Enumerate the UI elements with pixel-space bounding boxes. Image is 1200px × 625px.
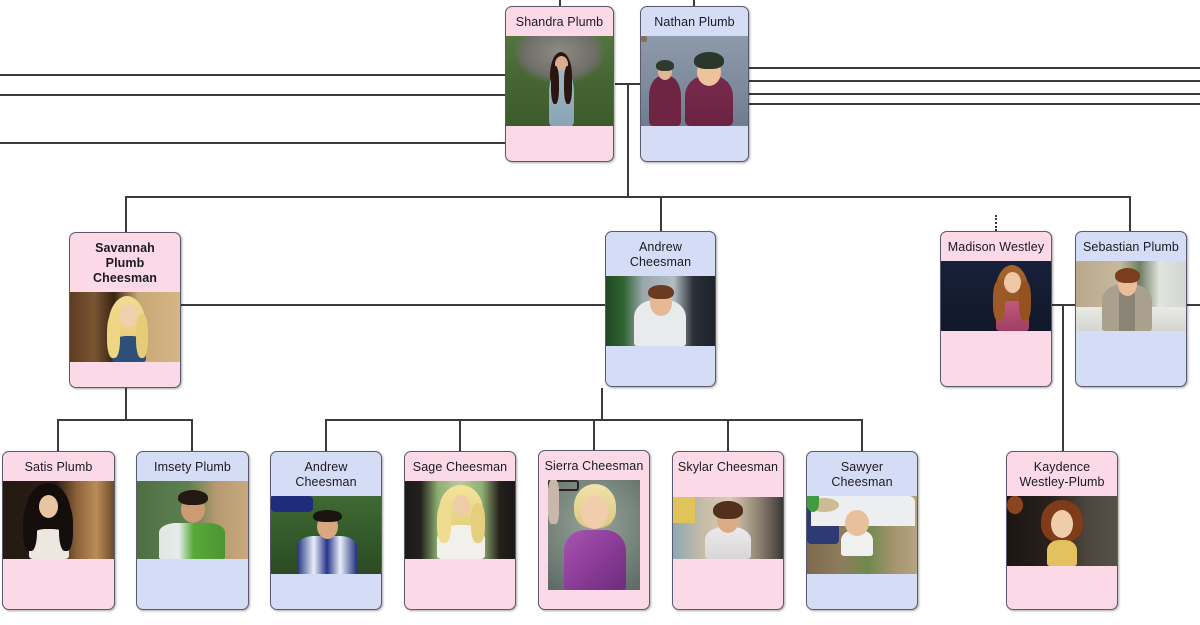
person-photo-savannah (70, 292, 180, 362)
person-name-andrew-jr: Andrew Cheesman (295, 460, 357, 489)
connector-stub-sebastian-right (1184, 304, 1200, 306)
person-photo-sierra (548, 480, 640, 590)
person-name-andrew-sr: Andrew Cheesman (629, 240, 692, 269)
couple-drop-madison-sebastian (1062, 304, 1064, 460)
person-name-kaydence: Kaydence Westley-Plumb (1019, 460, 1105, 489)
connector-rail-right-3 (749, 93, 1200, 95)
connector-rail-left-3 (0, 142, 506, 144)
person-card-savannah[interactable]: Savannah Plumb Cheesman (69, 232, 181, 388)
person-card-andrew-sr[interactable]: Andrew Cheesman (605, 231, 716, 387)
person-name-savannah: Savannah Plumb Cheesman (92, 241, 158, 285)
person-photo-andrew-sr (606, 276, 715, 346)
child-drop-andrew-sr (660, 196, 662, 232)
person-card-satis[interactable]: Satis Plumb (2, 451, 115, 610)
person-name-sage: Sage Cheesman (412, 460, 508, 474)
person-photo-satis (3, 481, 114, 559)
child-drop-andrew-jr (325, 419, 327, 460)
person-card-madison[interactable]: Madison Westley (940, 231, 1052, 387)
person-card-andrew-jr[interactable]: Andrew Cheesman (270, 451, 382, 610)
couple-drop-gen1 (627, 83, 629, 198)
person-name-sawyer: Sawyer Cheesman (831, 460, 893, 489)
connector-stub-shandra (559, 0, 561, 6)
child-drop-sebastian (1129, 196, 1131, 232)
connector-rail-left-2 (0, 94, 506, 96)
person-card-nathan[interactable]: Nathan Plumb (640, 6, 749, 162)
person-card-imsety[interactable]: Imsety Plumb (136, 451, 249, 610)
child-drop-imsety (191, 419, 193, 460)
connector-rail-right-4 (749, 103, 1200, 105)
children-bus-gen2 (125, 196, 1131, 198)
person-name-shandra: Shandra Plumb (515, 15, 604, 29)
person-name-madison: Madison Westley (947, 240, 1045, 254)
person-photo-shandra (506, 36, 613, 126)
person-photo-madison (941, 261, 1051, 331)
unknown-parent-marker-madison (995, 215, 997, 231)
person-photo-imsety (137, 481, 248, 559)
person-photo-sage (405, 481, 515, 559)
person-name-sebastian: Sebastian Plumb (1082, 240, 1179, 254)
person-photo-kaydence (1007, 496, 1117, 566)
person-photo-andrew-jr (271, 496, 381, 574)
children-bus-savannah (57, 419, 193, 421)
person-card-skylar[interactable]: Skylar Cheesman (672, 451, 784, 610)
connector-rail-left-1 (0, 74, 506, 76)
parent-drop-savannah (125, 388, 127, 420)
child-drop-satis (57, 419, 59, 460)
child-drop-sage (459, 419, 461, 460)
person-photo-sebastian (1076, 261, 1186, 331)
person-photo-sawyer (807, 496, 917, 574)
connector-stub-nathan (693, 0, 695, 6)
person-card-sawyer[interactable]: Sawyer Cheesman (806, 451, 918, 610)
person-photo-nathan (641, 36, 748, 126)
child-drop-sawyer (861, 419, 863, 460)
person-name-sierra: Sierra Cheesman (544, 459, 644, 473)
child-drop-skylar (727, 419, 729, 460)
person-card-sebastian[interactable]: Sebastian Plumb (1075, 231, 1187, 387)
parent-drop-andrew-sr (601, 388, 603, 420)
connector-rail-right-1 (749, 67, 1200, 69)
person-card-sage[interactable]: Sage Cheesman (404, 451, 516, 610)
person-card-kaydence[interactable]: Kaydence Westley-Plumb (1006, 451, 1118, 610)
child-drop-sierra (593, 419, 595, 450)
person-card-shandra[interactable]: Shandra Plumb (505, 6, 614, 162)
person-photo-skylar (673, 497, 783, 559)
person-card-sierra[interactable]: Sierra Cheesman (538, 450, 650, 610)
person-name-imsety: Imsety Plumb (154, 460, 231, 474)
person-name-satis: Satis Plumb (24, 460, 93, 474)
marriage-link-savannah-andrew (180, 304, 606, 306)
connector-rail-right-2 (749, 80, 1200, 82)
child-drop-savannah (125, 196, 127, 232)
person-name-nathan: Nathan Plumb (654, 15, 735, 29)
person-name-skylar: Skylar Cheesman (677, 460, 779, 474)
